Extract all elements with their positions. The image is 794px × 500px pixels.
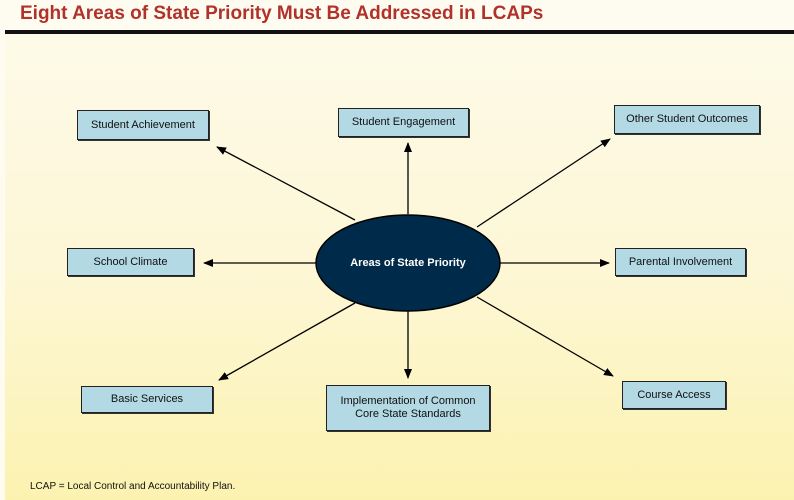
box-other-student-outcomes: Other Student Outcomes — [614, 105, 760, 134]
box-implementation: Implementation of Common Core State Stan… — [326, 385, 490, 431]
arrow-other-student-outcomes — [476, 138, 611, 228]
implementation-line-2: Core State Standards — [355, 408, 461, 420]
center-label: Areas of State Priority — [350, 257, 466, 269]
arrow-course-access — [476, 296, 614, 377]
box-school-climate: School Climate — [67, 248, 194, 276]
footnote: LCAP = Local Control and Accountability … — [30, 481, 236, 492]
box-course-access: Course Access — [622, 381, 726, 409]
arrow-basic-services — [218, 302, 356, 381]
box-student-engagement: Student Engagement — [338, 108, 469, 137]
arrow-student-achievement — [216, 146, 356, 221]
title-rule — [5, 30, 794, 34]
box-basic-services: Basic Services — [81, 386, 213, 413]
box-student-achievement: Student Achievement — [77, 110, 209, 140]
diagram-title: Eight Areas of State Priority Must Be Ad… — [20, 3, 544, 24]
box-parental-involvement: Parental Involvement — [615, 248, 746, 276]
implementation-line-1: Implementation of Common — [340, 395, 476, 407]
center-ellipse — [315, 214, 501, 312]
